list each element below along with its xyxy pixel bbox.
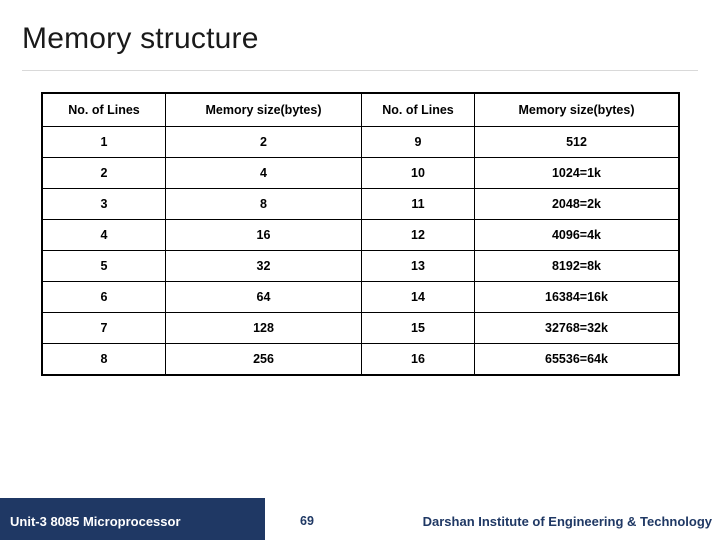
cell-lines-2: 10 <box>361 157 475 189</box>
cell-memsize-1: 16 <box>165 219 362 251</box>
cell-lines-2: 13 <box>361 250 475 282</box>
column-header-lines-1: No. of Lines <box>41 92 166 127</box>
cell-memsize-1: 8 <box>165 188 362 220</box>
column-header-memsize-1: Memory size(bytes) <box>165 92 362 127</box>
cell-memsize-2: 32768=32k <box>474 312 680 344</box>
table-row: 3 8 11 2048=2k <box>41 188 680 220</box>
cell-memsize-2: 1024=1k <box>474 157 680 189</box>
cell-lines-2: 14 <box>361 281 475 313</box>
table-header-row: No. of Lines Memory size(bytes) No. of L… <box>41 92 680 127</box>
table-row: 8 256 16 65536=64k <box>41 343 680 376</box>
cell-memsize-1: 256 <box>165 343 362 376</box>
table-row: 6 64 14 16384=16k <box>41 281 680 313</box>
footer-left-bar <box>0 498 265 540</box>
slide-footer: Unit-3 8085 Microprocessor 69 Darshan In… <box>0 498 720 540</box>
cell-lines-2: 15 <box>361 312 475 344</box>
cell-lines-1: 6 <box>41 281 166 313</box>
cell-memsize-1: 32 <box>165 250 362 282</box>
cell-lines-1: 2 <box>41 157 166 189</box>
cell-memsize-1: 4 <box>165 157 362 189</box>
cell-memsize-2: 16384=16k <box>474 281 680 313</box>
memory-structure-table-container: No. of Lines Memory size(bytes) No. of L… <box>41 92 680 376</box>
cell-memsize-1: 128 <box>165 312 362 344</box>
cell-lines-2: 11 <box>361 188 475 220</box>
cell-memsize-1: 2 <box>165 126 362 158</box>
cell-lines-1: 1 <box>41 126 166 158</box>
table-row: 1 2 9 512 <box>41 126 680 158</box>
cell-memsize-2: 8192=8k <box>474 250 680 282</box>
table-row: 5 32 13 8192=8k <box>41 250 680 282</box>
cell-lines-1: 8 <box>41 343 166 376</box>
cell-lines-1: 7 <box>41 312 166 344</box>
cell-lines-2: 9 <box>361 126 475 158</box>
column-header-lines-2: No. of Lines <box>361 92 475 127</box>
cell-memsize-2: 512 <box>474 126 680 158</box>
footer-course-label: Unit-3 8085 Microprocessor <box>10 514 181 529</box>
footer-institute-label: Darshan Institute of Engineering & Techn… <box>422 514 712 529</box>
table-row: 4 16 12 4096=4k <box>41 219 680 251</box>
page-title: Memory structure <box>22 22 259 55</box>
cell-lines-1: 3 <box>41 188 166 220</box>
cell-memsize-2: 2048=2k <box>474 188 680 220</box>
cell-memsize-2: 65536=64k <box>474 343 680 376</box>
table-body: 1 2 9 512 2 4 10 1024=1k 3 8 11 2048=2k <box>41 126 680 376</box>
cell-lines-1: 4 <box>41 219 166 251</box>
footer-page-number: 69 <box>300 514 314 528</box>
memory-structure-table: No. of Lines Memory size(bytes) No. of L… <box>41 92 680 376</box>
title-divider <box>22 70 698 71</box>
column-header-memsize-2: Memory size(bytes) <box>474 92 680 127</box>
cell-memsize-2: 4096=4k <box>474 219 680 251</box>
table-row: 7 128 15 32768=32k <box>41 312 680 344</box>
cell-lines-1: 5 <box>41 250 166 282</box>
cell-lines-2: 12 <box>361 219 475 251</box>
table-row: 2 4 10 1024=1k <box>41 157 680 189</box>
cell-memsize-1: 64 <box>165 281 362 313</box>
cell-lines-2: 16 <box>361 343 475 376</box>
